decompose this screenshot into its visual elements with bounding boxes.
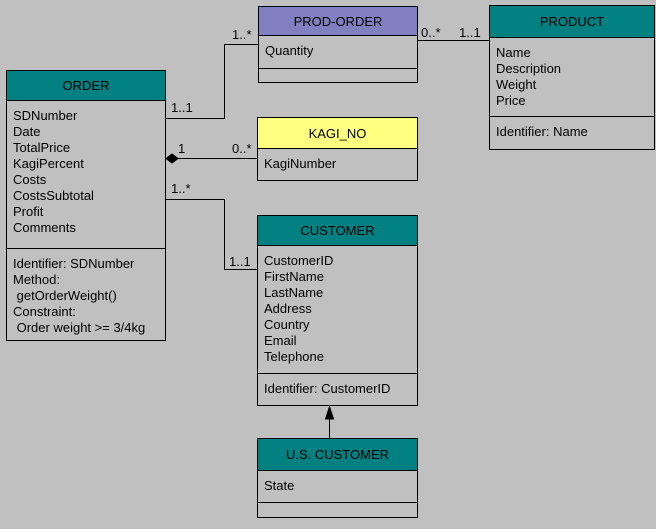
entity-order-title: ORDER bbox=[7, 71, 165, 101]
detail-row: Constraint: bbox=[13, 304, 76, 319]
attribute-row: CostsSubtotal bbox=[13, 188, 94, 203]
multiplicity-prodorder-product-near-product: 1..1 bbox=[459, 25, 481, 40]
entity-kagi-no-title: KAGI_NO bbox=[258, 118, 417, 149]
detail-row: getOrderWeight() bbox=[13, 288, 117, 303]
connector-order-customer bbox=[166, 199, 257, 270]
connector-order-prodorder bbox=[166, 44, 258, 119]
entity-kagi-no-attributes: KagiNumber bbox=[258, 149, 417, 180]
attribute-row: Name bbox=[496, 45, 531, 60]
attribute-row: KagiNumber bbox=[264, 156, 337, 171]
entity-product-details: Identifier: Name bbox=[490, 116, 654, 149]
entity-customer-attributes: CustomerID FirstName LastName Address Co… bbox=[258, 246, 417, 373]
entity-customer-details: Identifier: CustomerID bbox=[258, 373, 417, 405]
multiplicity-order-prodorder-near-prodorder: 1..* bbox=[232, 27, 252, 42]
filled-diamond-icon bbox=[165, 153, 179, 164]
entity-customer-title: CUSTOMER bbox=[258, 216, 417, 246]
attribute-row: Date bbox=[13, 124, 41, 139]
attribute-row: Country bbox=[264, 317, 310, 332]
multiplicity-order-kagino-near-kagino: 0..* bbox=[232, 141, 252, 156]
multiplicity-order-customer-near-order: 1..* bbox=[171, 181, 191, 196]
multiplicity-order-prodorder-near-order: 1..1 bbox=[171, 100, 193, 115]
entity-product[interactable]: PRODUCT Name Description Weight Price Id… bbox=[489, 5, 655, 150]
attribute-row: Telephone bbox=[264, 349, 324, 364]
attribute-row: Profit bbox=[13, 204, 44, 219]
attribute-row: FirstName bbox=[264, 269, 324, 284]
attribute-row: LastName bbox=[264, 285, 324, 300]
entity-prod-order[interactable]: PROD-ORDER Quantity bbox=[258, 6, 418, 83]
detail-row: Order weight >= 3/4kg bbox=[13, 320, 146, 335]
entity-product-attributes: Name Description Weight Price bbox=[490, 38, 654, 116]
entity-order-attributes: SDNumber Date TotalPrice KagiPercent Cos… bbox=[7, 101, 165, 248]
multiplicity-prodorder-product-near-prodorder: 0..* bbox=[421, 25, 441, 40]
entity-order[interactable]: ORDER SDNumber Date TotalPrice KagiPerce… bbox=[6, 70, 166, 341]
attribute-row: Comments bbox=[13, 220, 76, 235]
detail-row: Identifier: Name bbox=[496, 124, 588, 139]
attribute-row: Email bbox=[264, 333, 297, 348]
entity-order-details: Identifier: SDNumber Method: getOrderWei… bbox=[7, 248, 165, 340]
entity-us-customer[interactable]: U.S. CUSTOMER State bbox=[257, 438, 418, 518]
entity-us-customer-title: U.S. CUSTOMER bbox=[258, 439, 417, 471]
attribute-row: Description bbox=[496, 61, 562, 76]
attribute-row: Costs bbox=[13, 172, 47, 187]
entity-us-customer-empty-section bbox=[258, 502, 417, 517]
entity-prod-order-title: PROD-ORDER bbox=[259, 7, 417, 36]
entity-prod-order-empty-section bbox=[259, 68, 417, 82]
entity-us-customer-attributes: State bbox=[258, 471, 417, 502]
entity-product-title: PRODUCT bbox=[490, 6, 654, 38]
multiplicity-order-kagino-near-order: 1 bbox=[178, 141, 186, 156]
attribute-row: Weight bbox=[496, 77, 537, 92]
entity-prod-order-attributes: Quantity bbox=[259, 36, 417, 68]
attribute-row: SDNumber bbox=[13, 108, 78, 123]
multiplicity-order-customer-near-customer: 1..1 bbox=[229, 254, 251, 269]
attribute-row: TotalPrice bbox=[13, 140, 71, 155]
attribute-row: Address bbox=[264, 301, 312, 316]
attribute-row: Quantity bbox=[265, 43, 314, 58]
inheritance-arrow-icon bbox=[324, 404, 335, 420]
detail-row: Method: bbox=[13, 272, 60, 287]
detail-row: Identifier: SDNumber bbox=[13, 256, 135, 271]
attribute-row: State bbox=[264, 478, 295, 493]
attribute-row: KagiPercent bbox=[13, 156, 84, 171]
detail-row: Identifier: CustomerID bbox=[264, 381, 391, 396]
entity-kagi-no[interactable]: KAGI_NO KagiNumber bbox=[257, 117, 418, 181]
entity-customer[interactable]: CUSTOMER CustomerID FirstName LastName A… bbox=[257, 215, 418, 406]
attribute-row: CustomerID bbox=[264, 253, 334, 268]
attribute-row: Price bbox=[496, 93, 526, 108]
